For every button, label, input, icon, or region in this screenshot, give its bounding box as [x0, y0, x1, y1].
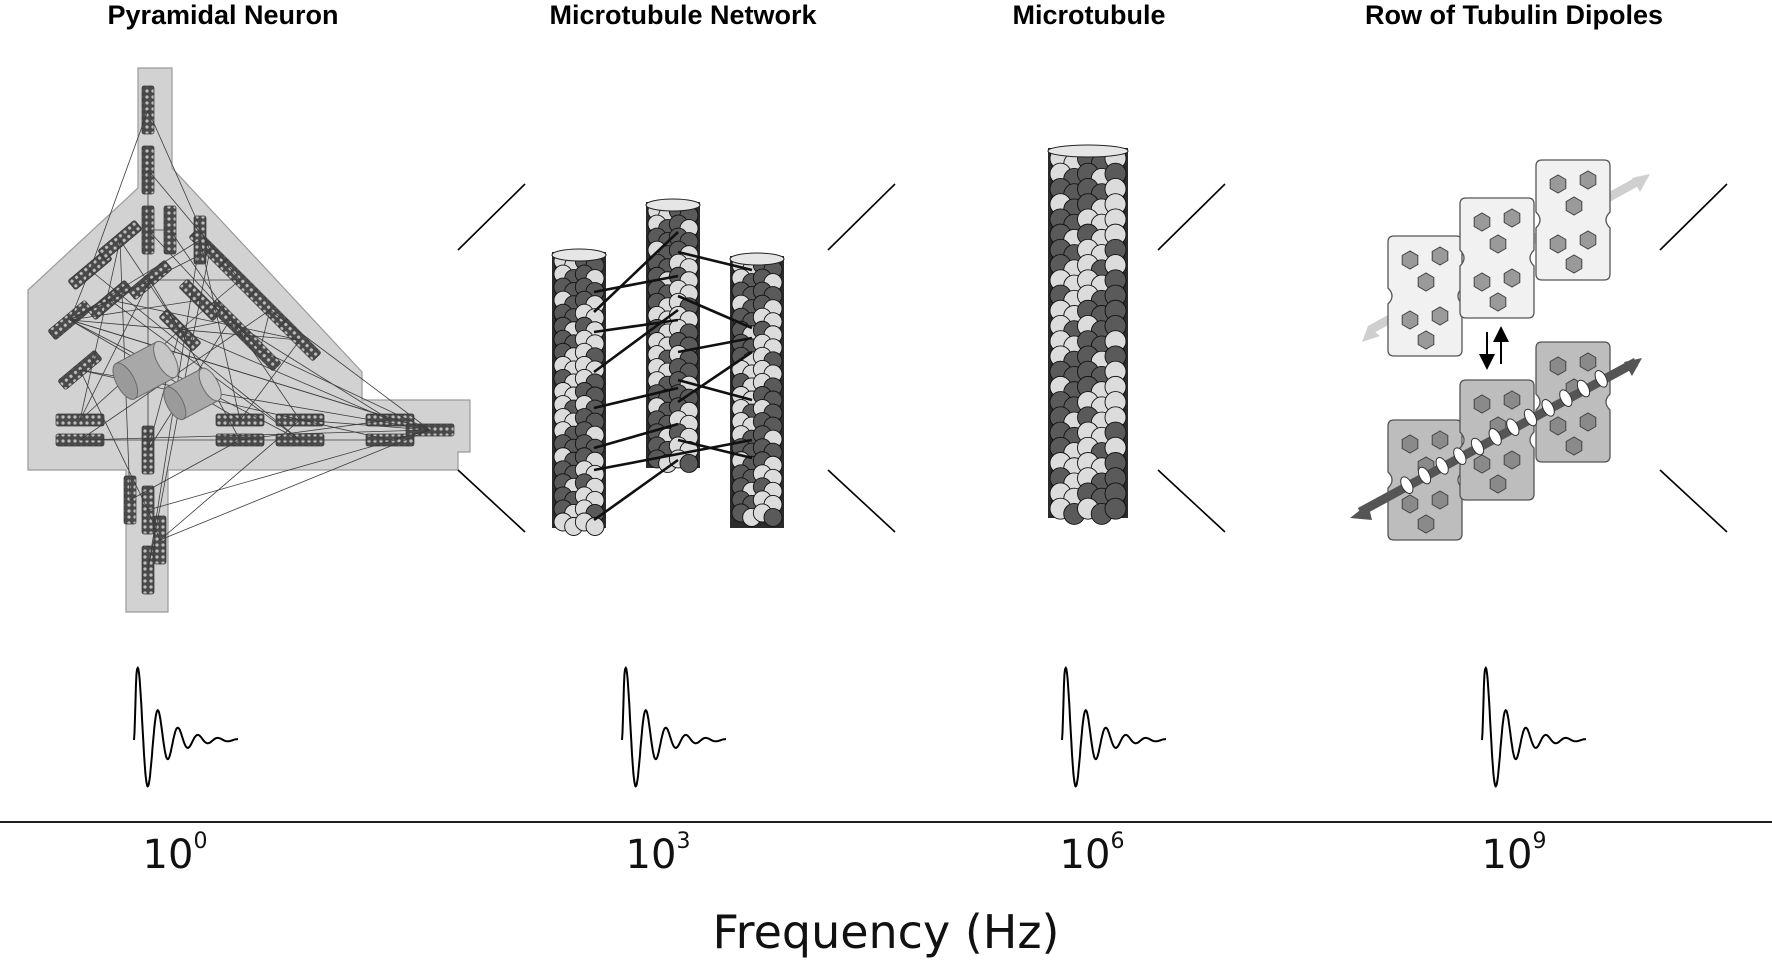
title-microtubule: Microtubule: [1012, 0, 1166, 30]
waveform-2: [621, 666, 726, 788]
light-tubulin-plates: [1387, 159, 1611, 357]
network-crosslinks: [593, 231, 753, 522]
zoom-line-upper-4: [1659, 183, 1728, 251]
waveform-1: [133, 666, 238, 788]
frequency-tick-3: 106: [1059, 828, 1125, 878]
microtubule-illustration: [1047, 144, 1226, 533]
zoom-line-lower-4: [1659, 469, 1728, 533]
title-row-of-tubulin-dipoles: Row of Tubulin Dipoles: [1365, 0, 1663, 30]
title-pyramidal-neuron: Pyramidal Neuron: [107, 0, 339, 30]
frequency-tick-2: 103: [625, 828, 691, 878]
zoom-line-upper-1: [457, 183, 526, 251]
single-microtubule: [1047, 144, 1129, 525]
nucleus-cylinders: [112, 340, 222, 421]
microtubule-network-illustration: [551, 183, 896, 536]
zoom-line-lower-1: [457, 469, 526, 533]
network-microtubule-a: [551, 248, 607, 536]
frequency-axis-title: Frequency (Hz): [712, 905, 1060, 959]
frequency-tick-4: 109: [1481, 828, 1547, 878]
tubulin-dipoles-illustration: [1350, 159, 1728, 541]
state-switch-arrows-icon: [1479, 326, 1509, 370]
zoom-line-lower-2: [827, 469, 896, 533]
waveform-4: [1481, 666, 1586, 788]
frequency-tick-1: 100: [142, 828, 208, 878]
network-microtubule-b: [645, 198, 701, 473]
network-microtubule-c: [729, 252, 785, 528]
neuron-network-links: [69, 109, 431, 571]
title-microtubule-network: Microtubule Network: [549, 0, 817, 30]
zoom-line-lower-3: [1157, 469, 1226, 533]
waveform-3: [1061, 666, 1166, 788]
dipole-beads: [1400, 370, 1608, 494]
zoom-line-upper-2: [827, 183, 896, 251]
pyramidal-neuron-illustration: [27, 67, 526, 613]
zoom-line-upper-3: [1157, 183, 1226, 251]
